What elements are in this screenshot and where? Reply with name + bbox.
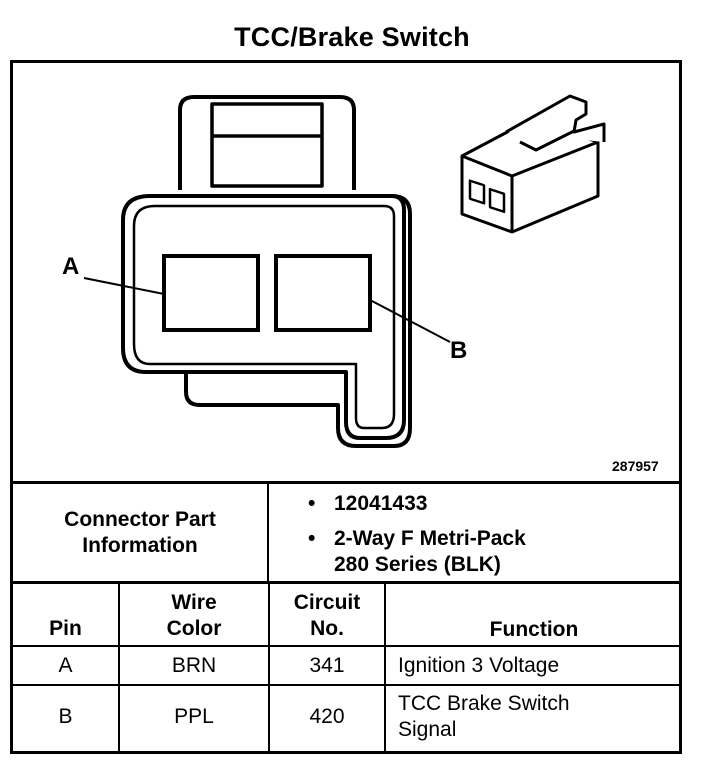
bullet-1: • xyxy=(308,492,316,515)
header-wire-2: Color xyxy=(166,617,222,640)
figure-reference-number: 287957 xyxy=(612,458,659,474)
info-divider xyxy=(267,483,269,583)
cavity-b xyxy=(274,254,372,332)
connector-iso-view xyxy=(460,94,606,234)
diagram-frame xyxy=(10,60,682,754)
row-b-pin: B xyxy=(58,705,73,728)
connector-body-back xyxy=(150,194,412,448)
col-divider-2 xyxy=(268,583,270,753)
callout-a-label: A xyxy=(62,253,80,280)
table-row-rule xyxy=(10,684,682,686)
connector-drawing xyxy=(83,94,606,448)
header-circuit-2: No. xyxy=(310,617,344,640)
connector-description-2: 280 Series (BLK) xyxy=(334,553,501,576)
table-header-rule xyxy=(10,645,682,647)
header-function: Function xyxy=(489,618,579,641)
connector-info-label-1: Connector Part xyxy=(64,508,216,531)
row-b-circuit: 420 xyxy=(309,705,345,728)
connector-description-1: 2-Way F Metri-Pack xyxy=(334,527,526,550)
connector-latch xyxy=(178,95,356,190)
col-divider-1 xyxy=(118,583,120,753)
header-wire-1: Wire xyxy=(171,591,217,614)
row-b-function-2: Signal xyxy=(398,718,457,741)
leader-a xyxy=(83,277,165,295)
part-number: 12041433 xyxy=(334,492,428,515)
header-pin: Pin xyxy=(49,617,82,640)
connector-info-label-2: Information xyxy=(82,534,198,557)
row-b-wire: PPL xyxy=(174,705,214,728)
row-a-circuit: 341 xyxy=(309,654,345,677)
row-a-function: Ignition 3 Voltage xyxy=(398,654,560,677)
table-info-rule xyxy=(10,581,682,584)
row-a-wire: BRN xyxy=(171,654,217,677)
diagram-title: TCC/Brake Switch xyxy=(234,22,470,52)
col-divider-3 xyxy=(384,583,386,753)
leader-b xyxy=(369,299,451,343)
cavity-a xyxy=(162,254,260,332)
row-b-function-1: TCC Brake Switch xyxy=(398,692,570,715)
callout-b-label: B xyxy=(450,337,468,364)
header-circuit-1: Circuit xyxy=(293,591,361,614)
row-a-pin: A xyxy=(58,654,73,677)
bullet-2: • xyxy=(308,527,316,550)
connector-face-inner xyxy=(132,204,396,430)
table-top-rule xyxy=(10,481,682,484)
